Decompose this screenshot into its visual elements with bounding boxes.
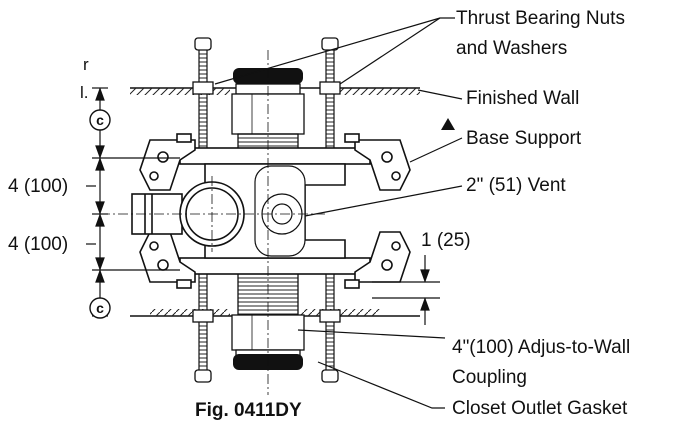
callout-thrust-line2: and Washers [456, 38, 567, 59]
base-support-upper [139, 133, 411, 191]
centerlines [100, 50, 325, 395]
callout-vent: 2" (51) Vent [466, 175, 566, 196]
small-gap-dimension-line [372, 255, 440, 325]
callout-thrust-line1: Thrust Bearing Nuts [456, 8, 625, 29]
callout-coupling-line1: 4"(100) Adjus-to-Wall [452, 337, 630, 358]
small-gap-dimension: 1 (25) [421, 230, 471, 251]
figure-caption: Fig. 0411DY [195, 400, 302, 421]
callout-gasket: Closet Outlet Gasket [452, 398, 628, 419]
callout-base-support: Base Support [466, 128, 582, 149]
left-fragment-2: l. [80, 83, 89, 102]
circle-marker-bottom-label: c [96, 300, 104, 316]
callout-finished-wall: Finished Wall [466, 88, 579, 109]
callout-leaders [214, 17, 463, 409]
circle-marker-bottom [89, 297, 111, 319]
circle-marker-top [89, 109, 111, 131]
left-fragment-1: r [83, 55, 89, 74]
base-support-triangle-icon [441, 118, 455, 130]
callout-coupling-line2: Coupling [452, 367, 527, 388]
circle-marker-top-label: c [96, 112, 104, 128]
upper-offset-dimension: 4 (100) [8, 176, 68, 197]
lower-offset-dimension: 4 (100) [8, 234, 68, 255]
thrust-nuts-washers [192, 37, 341, 383]
